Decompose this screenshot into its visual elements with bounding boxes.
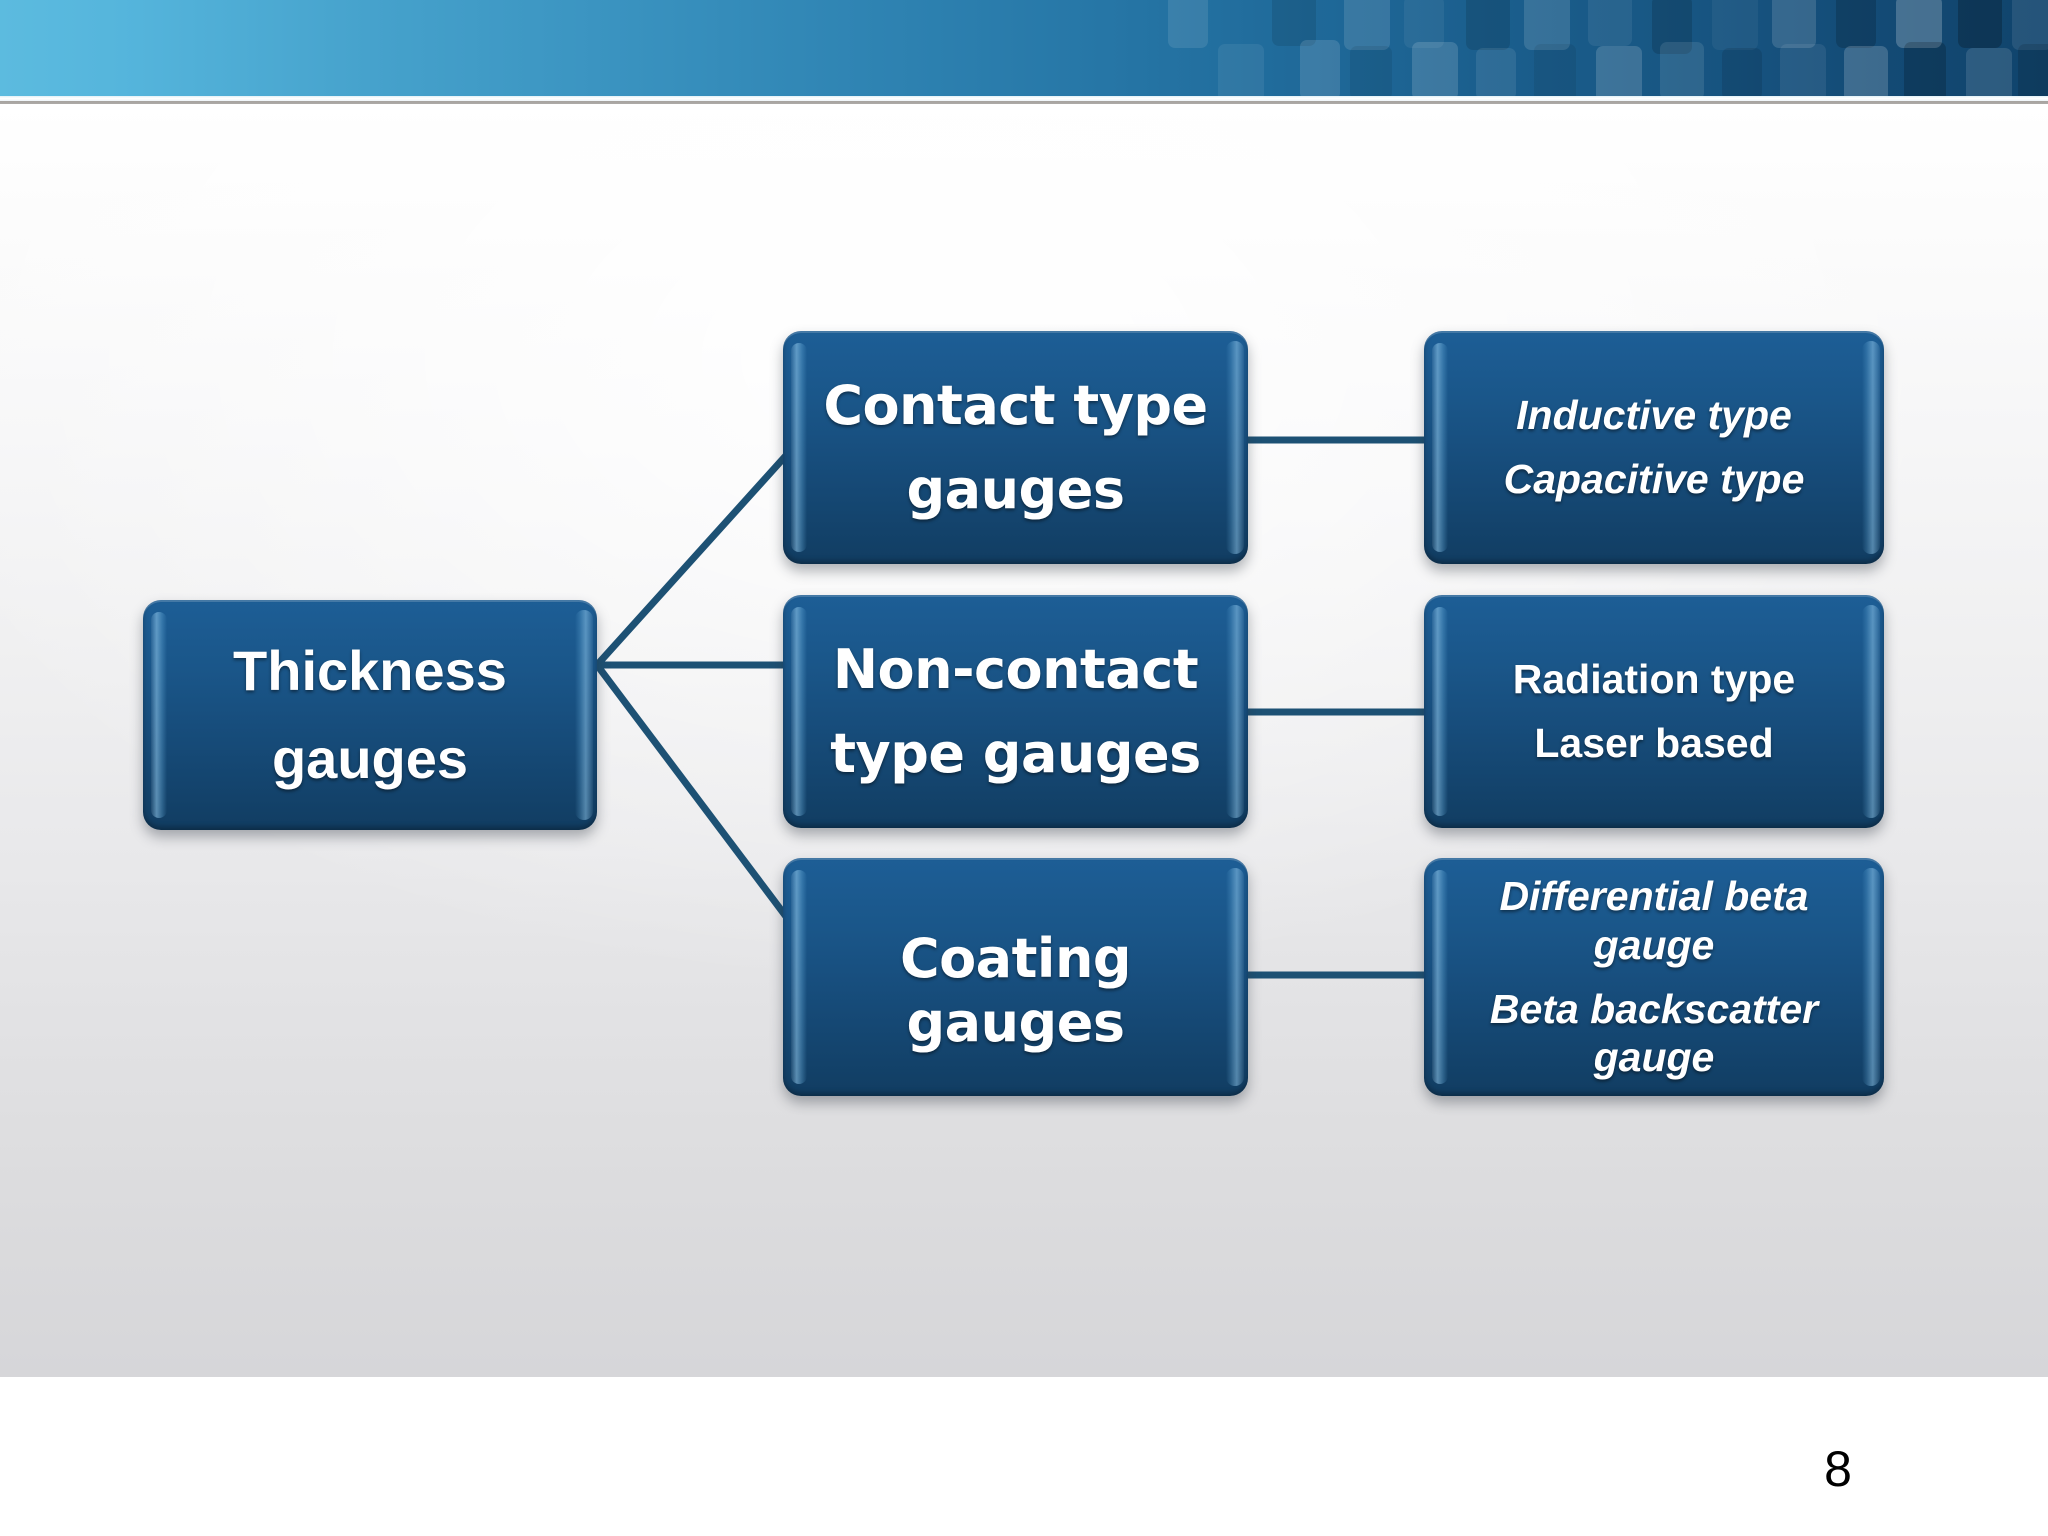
node-non-contact-type-detail-line-1: Radiation type	[1512, 656, 1796, 703]
node-non-contact-type-detail-line-2: Laser based	[1534, 720, 1774, 767]
node-coating-gauges-detail-label: Differential beta gauge Beta backscatter…	[1424, 872, 1884, 1081]
node-coating-gauges-label: Coating gauges	[783, 927, 1248, 1054]
header-highlight-line	[0, 96, 2048, 101]
node-non-contact-type-gauges-line-1: Non-contact	[832, 637, 1199, 701]
slide-footer-band	[0, 1377, 2048, 1536]
node-non-contact-type-gauges-label: Non-contact type gauges	[808, 638, 1223, 786]
node-coating-gauges-detail[interactable]: Differential beta gauge Beta backscatter…	[1424, 858, 1884, 1096]
page-number: 8	[1824, 1441, 1852, 1497]
node-non-contact-type-detail-label: Radiation type Laser based	[1491, 655, 1817, 767]
node-contact-type-detail[interactable]: Inductive type Capacitive type	[1424, 331, 1884, 564]
node-contact-type-gauges-label: Contact type gauges	[801, 374, 1229, 522]
node-thickness-gauges-label: Thickness gauges	[211, 638, 529, 791]
node-contact-type-gauges[interactable]: Contact type gauges	[783, 331, 1248, 564]
node-contact-type-gauges-line-1: Contact type	[823, 373, 1208, 437]
node-non-contact-type-gauges-line-2: type gauges	[830, 721, 1201, 785]
node-coating-gauges-line-1: Coating gauges	[899, 927, 1132, 1054]
header-mosaic-pattern	[0, 0, 2048, 96]
node-thickness-gauges[interactable]: Thickness gauges	[143, 600, 597, 830]
node-contact-type-gauges-line-2: gauges	[906, 457, 1125, 521]
node-contact-type-detail-line-1: Inductive type	[1516, 392, 1792, 439]
node-coating-gauges-detail-line-1: Differential beta gauge	[1499, 873, 1809, 968]
node-thickness-gauges-line-2: gauges	[271, 726, 469, 790]
node-non-contact-type-gauges[interactable]: Non-contact type gauges	[783, 595, 1248, 828]
node-non-contact-type-detail[interactable]: Radiation type Laser based	[1424, 595, 1884, 828]
header-banner	[0, 0, 2048, 96]
node-coating-gauges[interactable]: Coating gauges	[783, 858, 1248, 1096]
node-contact-type-detail-line-2: Capacitive type	[1503, 456, 1805, 503]
node-coating-gauges-detail-line-2: Beta backscatter gauge	[1489, 985, 1819, 1081]
node-thickness-gauges-line-1: Thickness	[233, 639, 507, 703]
node-contact-type-detail-label: Inductive type Capacitive type	[1482, 391, 1827, 503]
